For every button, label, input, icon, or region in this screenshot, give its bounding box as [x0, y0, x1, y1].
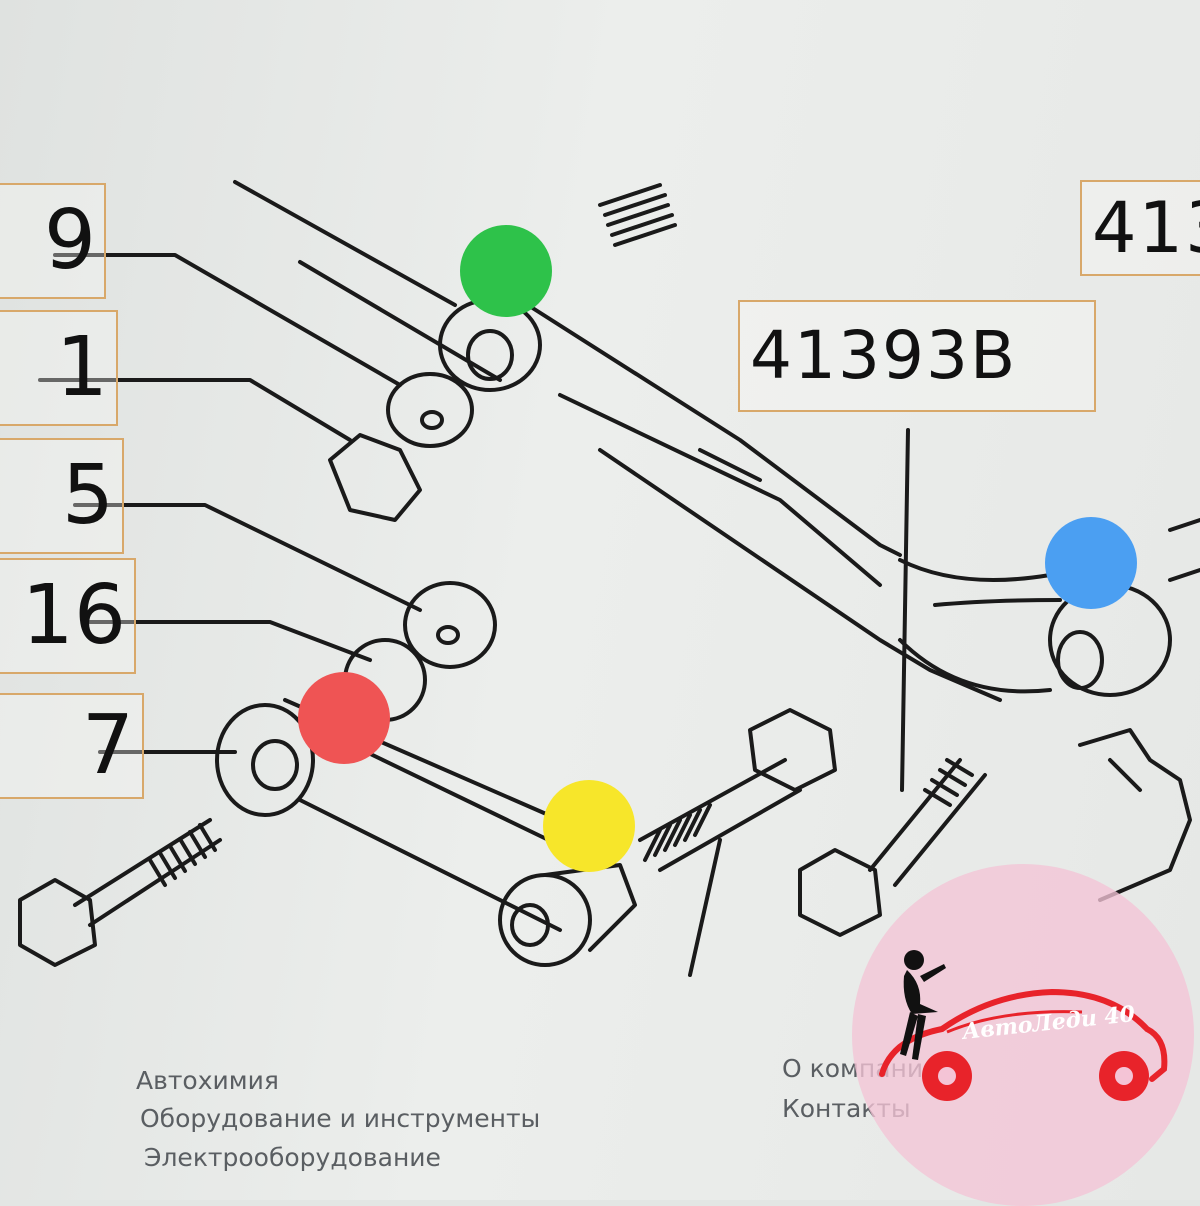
bolt-left-head [18, 878, 97, 967]
crossmember-lower [598, 448, 1002, 702]
bolt-mid-head [748, 708, 837, 792]
bolt-right-head [798, 848, 882, 937]
part-number-label: 41393B [738, 300, 1096, 412]
callout-5: 5 [0, 438, 124, 554]
leader-9 [53, 253, 402, 387]
nut-5 [403, 581, 497, 669]
leader-5 [73, 503, 422, 612]
bolt-left-thread [148, 823, 217, 887]
footer-link-electrical[interactable]: Электрооборудование [144, 1143, 441, 1172]
marker-blue [1045, 517, 1137, 609]
callout-9: 9 [0, 183, 106, 299]
crossmember [233, 180, 902, 587]
footer-link-equipment[interactable]: Оборудование и инструменты [140, 1104, 541, 1133]
bushing-top-inner [466, 329, 514, 381]
callout-7: 7 [0, 693, 144, 799]
leader-lower [688, 838, 722, 977]
callout-1: 1 [0, 310, 118, 426]
marker-red [298, 672, 390, 764]
bolt-right-shaft [868, 758, 987, 887]
leader-1 [38, 378, 352, 442]
marker-green [460, 225, 552, 317]
leader-16 [88, 620, 372, 662]
bolt-mid-shaft [638, 758, 802, 872]
footer-link-avtokhimiya[interactable]: Автохимия [136, 1066, 279, 1095]
bracket-right [1078, 728, 1192, 902]
leader-41393b [900, 428, 910, 792]
nut-1 [328, 433, 422, 522]
callout-16: 16 [0, 558, 136, 674]
bolt-right-thread [923, 758, 974, 807]
spring-top [598, 183, 677, 247]
bolt-left-shaft [73, 818, 222, 927]
part-number-label-partial: 413 [1080, 180, 1200, 276]
lady-silhouette-icon [900, 950, 946, 1060]
watermark-logo [879, 950, 1168, 1101]
marker-yellow [543, 780, 635, 872]
link-bushing-left [215, 703, 315, 817]
arm-right [898, 558, 1062, 694]
washer-9 [386, 372, 474, 448]
bolt-mid-thread [643, 803, 712, 862]
